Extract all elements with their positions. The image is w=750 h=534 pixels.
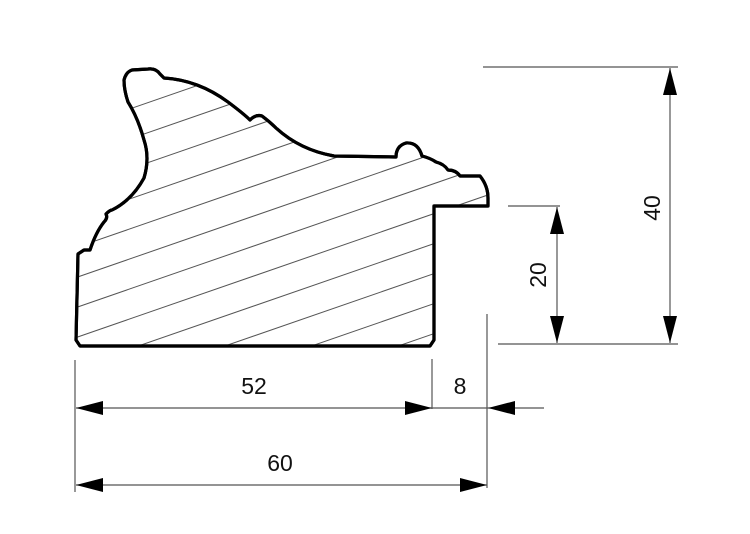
dimension-label-20: 20 (525, 262, 551, 288)
dimension-label-40: 40 (639, 195, 665, 221)
dimension-total-width: 60 (76, 450, 487, 492)
molding-profile (74, 67, 490, 348)
dimension-label-60: 60 (267, 450, 293, 476)
dimension-total-height: 40 (639, 68, 677, 343)
dimension-label-52: 52 (241, 373, 267, 399)
extension-lines (74, 66, 678, 492)
dimension-rebate-height: 20 (525, 207, 564, 343)
dimension-rebate-width: 8 (432, 373, 544, 415)
profile-outline (74, 67, 490, 348)
dimension-face-width: 52 (76, 373, 432, 415)
dimension-label-8: 8 (454, 373, 467, 399)
